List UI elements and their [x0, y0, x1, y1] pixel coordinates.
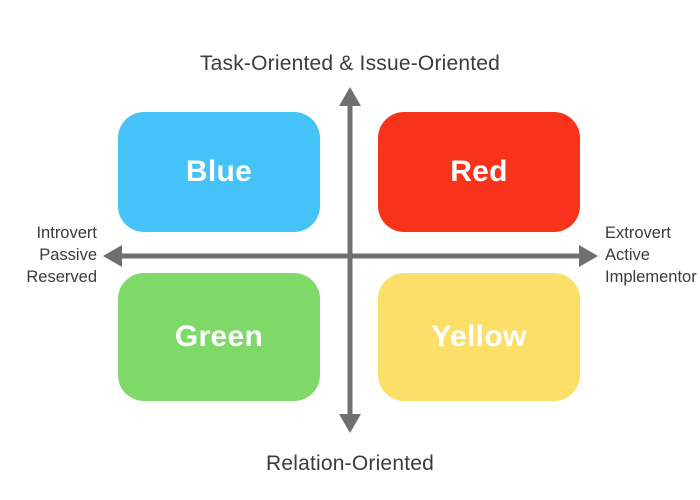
- quadrant-green-label: Green: [174, 320, 264, 353]
- right-axis-label-implementor: Implementor: [605, 268, 697, 286]
- quadrant-blue: Blue: [118, 112, 320, 232]
- quadrant-yellow: Yellow: [378, 273, 580, 401]
- right-axis-labels: Extrovert Active Implementor: [605, 222, 700, 288]
- right-axis-label-extrovert: Extrovert: [605, 224, 672, 242]
- left-axis-labels: Introvert Passive Reserved: [0, 222, 97, 288]
- quadrant-blue-label: Blue: [185, 155, 253, 188]
- bottom-axis-title: Relation-Oriented: [266, 452, 434, 475]
- horizontal-axis-arrow: [103, 245, 598, 267]
- left-axis-label-passive: Passive: [39, 246, 97, 264]
- left-axis-label-introvert: Introvert: [36, 224, 97, 242]
- left-axis-label-reserved: Reserved: [26, 268, 97, 286]
- vertical-axis-arrow: [339, 87, 361, 433]
- arrowhead-down-icon: [339, 414, 361, 433]
- quadrant-red: Red: [378, 112, 580, 232]
- quadrant-green: Green: [118, 273, 320, 401]
- top-axis-title: Task-Oriented & Issue-Oriented: [199, 52, 501, 75]
- quadrant-yellow-label: Yellow: [431, 320, 527, 353]
- right-axis-label-active: Active: [605, 246, 650, 264]
- quadrant-red-label: Red: [450, 155, 508, 188]
- arrowhead-right-icon: [579, 245, 598, 267]
- arrowhead-up-icon: [339, 87, 361, 106]
- arrowhead-left-icon: [103, 245, 122, 267]
